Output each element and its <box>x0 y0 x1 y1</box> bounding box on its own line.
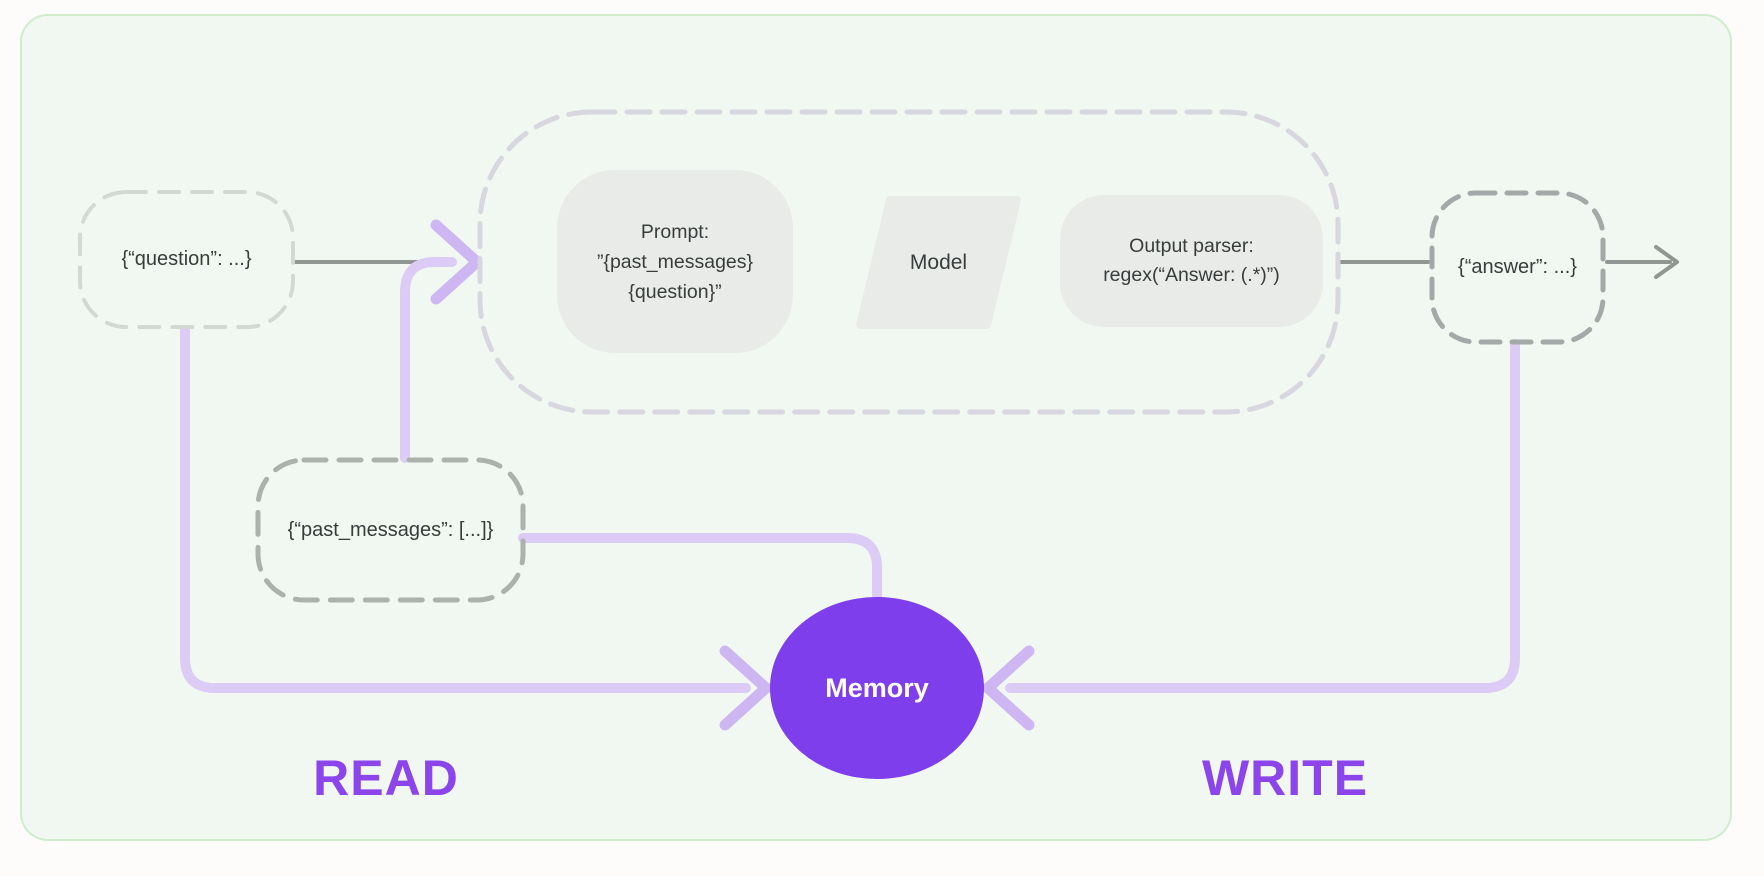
memory-node-label: Memory <box>825 672 929 703</box>
memory-write-arrowhead-icon <box>982 645 1035 731</box>
past-messages-node-outline <box>255 457 526 603</box>
prompt-node-shape <box>557 170 793 353</box>
write-annotation: WRITE <box>1201 750 1369 806</box>
memory-read-arrowhead-icon <box>719 645 772 731</box>
prompt-line-3: {question}” <box>628 280 722 303</box>
read-path <box>180 325 751 693</box>
chain-container-outline <box>477 109 1341 415</box>
prompt-node-label: Prompt: ”{past_messages} {question}” <box>557 170 793 353</box>
model-node-label: Model <box>909 250 968 274</box>
chain-input-arrowhead-icon <box>430 219 483 305</box>
output-parser-node-label: Output parser: regex(“Answer: (.*)”) <box>1060 195 1323 327</box>
past-messages-to-chain-path <box>400 257 457 463</box>
output-parser-node-shape <box>1060 195 1323 327</box>
answer-node-outline <box>1429 190 1606 345</box>
question-node-label: {“question”: ...} <box>121 248 252 270</box>
past-messages-to-memory-path <box>518 533 882 603</box>
write-path <box>1005 339 1520 693</box>
memory-node-shape <box>770 597 984 779</box>
output-parser-line-2: regex(“Answer: (.*)”) <box>1103 264 1280 286</box>
output-arrow-icon <box>1654 245 1679 279</box>
output-parser-line-1: Output parser: <box>1129 235 1254 257</box>
prompt-line-2: ”{past_messages} <box>596 250 754 273</box>
answer-node-label: {“answer”: ...} <box>1458 256 1577 278</box>
question-node-outline <box>78 190 295 329</box>
past-messages-node-label: {“past_messages”: [...]} <box>287 518 494 541</box>
model-node-shape <box>856 196 1021 329</box>
read-annotation: READ <box>313 750 459 806</box>
prompt-line-1: Prompt: <box>640 220 710 243</box>
